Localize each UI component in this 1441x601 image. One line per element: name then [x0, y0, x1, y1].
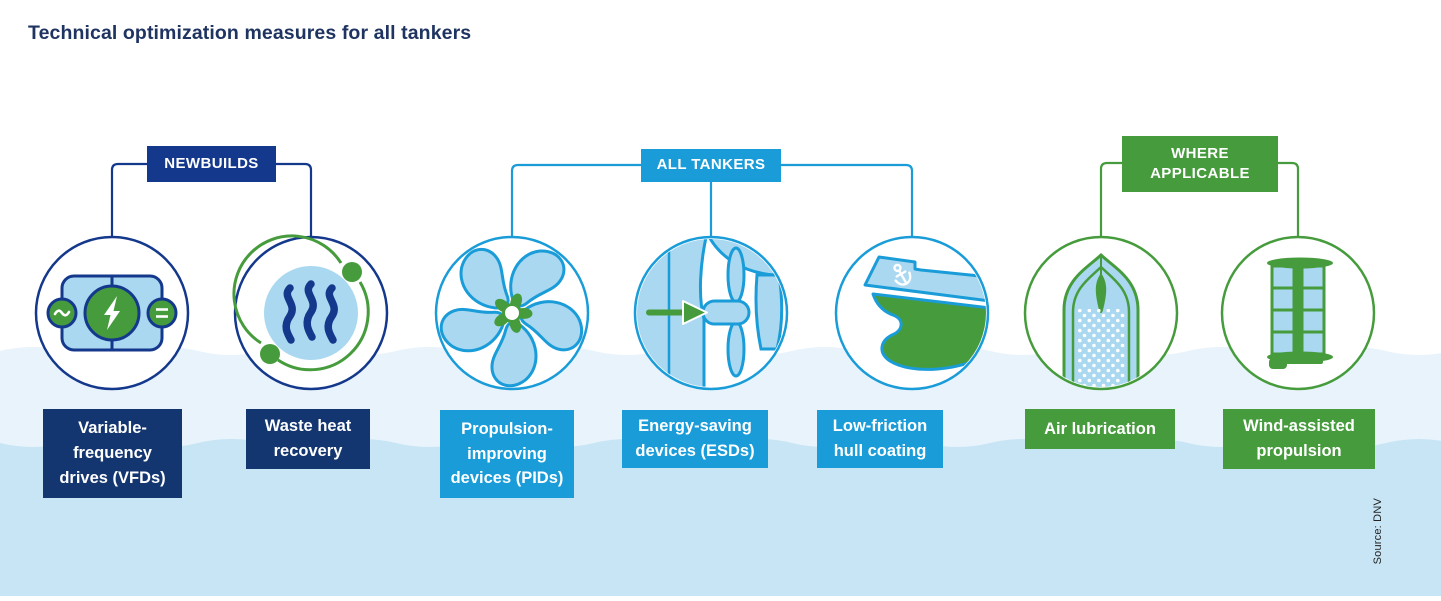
measure-label-wind-assisted: Wind-assisted propulsion [1223, 409, 1375, 469]
bow-above-waterline [863, 255, 986, 303]
lower-wave-band [0, 439, 1441, 601]
steam-waves-icon [282, 280, 338, 344]
measure-label-hull-coating: Low-friction hull coating [817, 410, 943, 468]
page-title: Technical optimization measures for all … [28, 22, 472, 44]
group-header-all-tankers: ALL TANKERS [641, 149, 781, 182]
bulbous-bow-drop [1095, 273, 1107, 313]
flow-arrow-icon [646, 300, 708, 325]
propeller-icon [434, 235, 590, 391]
coated-hull-below-waterline [871, 292, 986, 371]
coated-hull-icon [834, 235, 990, 391]
source-note: Source: DNV [1372, 498, 1384, 565]
green-hub-icon [494, 293, 533, 333]
propeller-blades [439, 247, 583, 388]
propeller-flow-icon [633, 235, 789, 391]
measure-label-pids: Propulsion-improving devices (PIDs) [440, 410, 574, 498]
rotor-sail-icon [1220, 235, 1376, 391]
group-header-where-applicable: WHERE APPLICABLE [1122, 136, 1278, 192]
group-header-newbuilds: NEWBUILDS [147, 146, 276, 182]
bottom-margin [0, 596, 1441, 601]
measure-label-waste-heat: Waste heat recovery [246, 409, 370, 469]
measure-label-vfd: Variable-frequency drives (VFDs) [43, 409, 182, 498]
heat-recovery-icon [232, 234, 389, 391]
measure-label-esds: Energy-saving devices (ESDs) [622, 410, 768, 468]
frequency-converter-icon [34, 235, 190, 391]
rudder [754, 273, 784, 351]
where-applicable-connector-lines [1099, 161, 1300, 236]
converter-unit [46, 274, 178, 352]
lightning-bolt-icon [104, 296, 120, 330]
recycle-arc-icon [232, 234, 370, 372]
rotor-sail [1267, 257, 1333, 369]
anchor-icon [893, 263, 912, 286]
air-bubbles [1077, 309, 1125, 387]
all-tankers-connector-lines [510, 163, 914, 236]
measure-label-air-lubrication: Air lubrication [1025, 409, 1175, 449]
air-bubble-hull-icon [1023, 235, 1179, 391]
newbuilds-connector-lines [110, 162, 313, 236]
dc-equals-icon [146, 297, 178, 329]
ac-tilde-icon [53, 309, 71, 317]
